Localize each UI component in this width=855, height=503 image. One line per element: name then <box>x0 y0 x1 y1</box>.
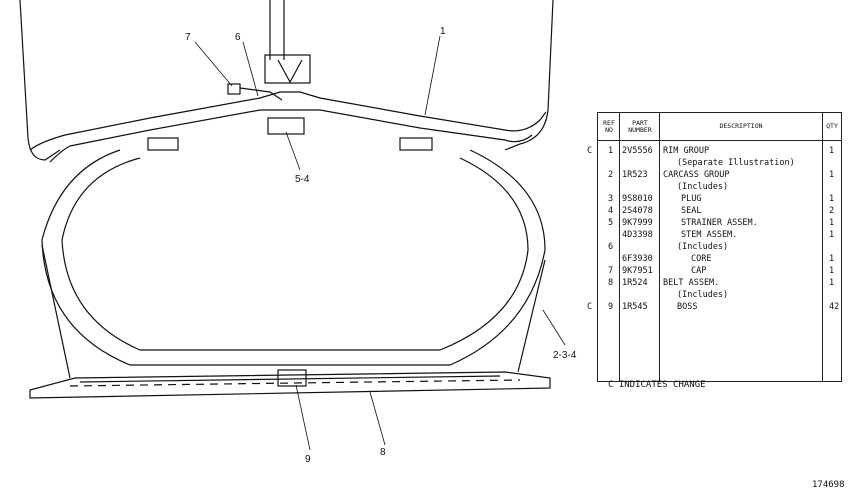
rim-band-inner <box>49 109 533 163</box>
header-qty: QTY <box>826 122 838 130</box>
row-part-number: 9K7999 <box>622 218 653 228</box>
row-description: STEM ASSEM. <box>681 230 738 240</box>
row-qty: 1 <box>829 194 835 204</box>
tire-section-drawing: 7 6 1 5-4 2-3-4 9 8 <box>19 0 577 465</box>
row-description: (Includes) <box>677 242 729 252</box>
callout-9: 9 <box>305 454 311 465</box>
row-qty: 42 <box>829 302 840 312</box>
row-description: BELT ASSEM. <box>663 278 720 288</box>
row-qty: 1 <box>829 170 835 180</box>
header-description: DESCRIPTION <box>719 122 763 130</box>
callout-5-4: 5-4 <box>295 174 310 185</box>
carcass-outer <box>41 149 546 366</box>
row-part-number: 1R524 <box>622 278 648 288</box>
header-ref: REF NO <box>603 119 615 134</box>
row-description: BOSS <box>677 302 698 312</box>
callout-2-3-4: 2-3-4 <box>553 350 577 361</box>
row-ref-no: 2 <box>608 170 614 180</box>
row-description: SEAL <box>681 206 702 216</box>
row-qty: 1 <box>829 146 835 156</box>
row-ref-no: 8 <box>608 278 614 288</box>
leader-234 <box>542 309 566 346</box>
rim-band-outer <box>29 91 547 151</box>
row-part-number: 9K7951 <box>622 266 653 276</box>
rim-left-wall <box>19 0 61 161</box>
leader-8 <box>369 391 386 446</box>
callout-6: 6 <box>235 32 241 43</box>
row-description: CAP <box>691 266 707 276</box>
row-qty: 1 <box>829 218 835 228</box>
row-part-number: 6F3930 <box>622 254 653 264</box>
leader-6 <box>242 41 259 97</box>
row-description: (Includes) <box>677 182 729 192</box>
row-change-mark: C <box>587 146 593 156</box>
row-ref-no: 7 <box>608 266 614 276</box>
row-qty: 1 <box>829 278 835 288</box>
row-description: (Includes) <box>677 290 729 300</box>
rim-right-wall <box>504 0 554 151</box>
rim-lug-left <box>147 137 179 151</box>
row-description: STRAINER ASSEM. <box>681 218 758 228</box>
row-description: CARCASS GROUP <box>663 170 730 180</box>
row-part-number: 1R545 <box>622 302 648 312</box>
row-change-mark: C <box>587 302 593 312</box>
rim-lug-right <box>399 137 433 151</box>
row-ref-no: 4 <box>608 206 614 216</box>
row-qty: 2 <box>829 206 835 216</box>
stem-nut <box>264 54 311 84</box>
drawing-number: 174698 <box>812 480 845 490</box>
boss-top <box>267 117 305 135</box>
callout-8: 8 <box>380 447 386 458</box>
row-ref-no: 6 <box>608 242 614 252</box>
row-part-number: 4D3398 <box>622 230 653 240</box>
row-ref-no: 3 <box>608 194 614 204</box>
belt-inner <box>79 375 501 383</box>
row-description: PLUG <box>681 194 702 204</box>
row-ref-no: 5 <box>608 218 614 228</box>
row-description: RIM GROUP <box>663 146 710 156</box>
row-ref-no: 9 <box>608 302 614 312</box>
row-qty: 1 <box>829 230 835 240</box>
row-part-number: 2S4078 <box>622 206 653 216</box>
carcass-inner <box>61 157 529 351</box>
right-support <box>517 259 546 373</box>
boss-bottom <box>277 369 307 387</box>
leader-1 <box>424 35 441 116</box>
left-support <box>41 244 71 379</box>
row-part-number: 1R523 <box>622 170 648 180</box>
change-note: C INDICATES CHANGE <box>608 380 706 390</box>
leader-7 <box>194 41 233 87</box>
valve-cap <box>227 83 241 95</box>
stem-wedge <box>277 59 303 84</box>
parts-list-table: REF NO PART NUMBER DESCRIPTION QTY C 1 2V5… <box>587 112 842 382</box>
row-ref-no: 1 <box>608 146 614 156</box>
header-part: PART NUMBER <box>628 119 652 134</box>
row-part-number: 9S8010 <box>622 194 653 204</box>
row-qty: 1 <box>829 266 835 276</box>
stem-elbow <box>239 87 283 101</box>
leader-9 <box>295 384 311 451</box>
callout-7: 7 <box>185 32 191 43</box>
row-qty: 1 <box>829 254 835 264</box>
callout-1: 1 <box>440 26 446 37</box>
row-part-number: 2V5556 <box>622 146 653 156</box>
leader-54 <box>285 131 301 171</box>
row-description: (Separate Illustration) <box>677 158 795 168</box>
belt-assembly <box>29 371 551 399</box>
row-description: CORE <box>691 254 712 264</box>
